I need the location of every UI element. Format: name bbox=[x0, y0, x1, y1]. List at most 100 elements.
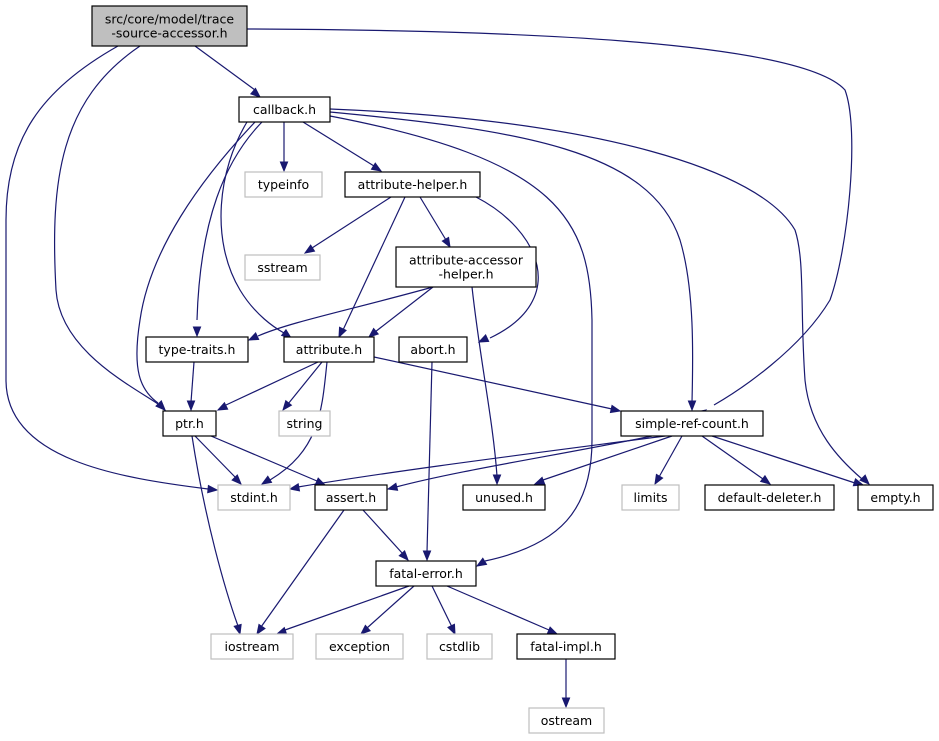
node-box bbox=[528, 707, 605, 734]
node-label: sstream bbox=[257, 260, 307, 275]
edge-arrowhead bbox=[288, 483, 301, 492]
edge-attribute-accessor-helper-to-attribute bbox=[367, 286, 434, 338]
node-label: ostream bbox=[541, 713, 592, 728]
node-attribute-helper[interactable]: attribute-helper.h bbox=[344, 171, 481, 198]
edge-arrowhead bbox=[192, 326, 202, 338]
node-box bbox=[238, 96, 331, 123]
edge-root-to-callback bbox=[194, 45, 262, 98]
edge-arrowhead bbox=[492, 474, 502, 486]
edge-simple-ref-count-to-empty bbox=[711, 435, 865, 487]
node-label: attribute-accessor bbox=[409, 253, 524, 268]
edge-attribute-to-string bbox=[282, 361, 323, 412]
node-unused[interactable]: unused.h bbox=[462, 484, 546, 511]
node-box bbox=[244, 254, 321, 281]
edge-arrowhead bbox=[477, 334, 490, 343]
edge-line bbox=[191, 435, 239, 627]
node-box bbox=[145, 336, 249, 363]
node-label: string bbox=[287, 416, 323, 431]
edge-callback-to-attribute bbox=[220, 121, 293, 339]
node-label: fatal-impl.h bbox=[530, 639, 602, 654]
node-box bbox=[857, 484, 934, 511]
node-root[interactable]: src/core/model/trace-source-accessor.h bbox=[91, 5, 248, 47]
nodes-layer: src/core/model/trace-source-accessor.h ca… bbox=[91, 5, 934, 734]
node-box bbox=[162, 410, 217, 437]
node-label: cstdlib bbox=[439, 639, 480, 654]
node-iostream: iostream bbox=[210, 633, 294, 660]
node-label: simple-ref-count.h bbox=[635, 416, 749, 431]
node-default-deleter[interactable]: default-deleter.h bbox=[704, 484, 835, 511]
edge-attribute-helper-to-abort bbox=[475, 196, 539, 343]
edge-callback-to-attribute-helper bbox=[302, 121, 383, 172]
node-label: attribute-helper.h bbox=[358, 177, 468, 192]
node-box bbox=[704, 484, 835, 511]
edge-simple-ref-count-to-stdint bbox=[288, 435, 666, 492]
edge-line bbox=[374, 286, 434, 333]
node-box bbox=[91, 5, 248, 47]
edge-fatal-error-to-cstdlib bbox=[431, 585, 456, 636]
edge-line bbox=[658, 435, 683, 478]
node-attribute[interactable]: attribute.h bbox=[283, 336, 375, 363]
node-label: limits bbox=[633, 490, 667, 505]
node-callback[interactable]: callback.h bbox=[238, 96, 331, 123]
node-box bbox=[315, 633, 404, 660]
edge-arrowhead bbox=[447, 623, 456, 636]
edge-line bbox=[311, 196, 392, 249]
node-box bbox=[283, 336, 375, 363]
edge-assert-to-iostream bbox=[256, 509, 345, 636]
edge-line bbox=[5, 45, 209, 490]
node-typeinfo: typeinfo bbox=[244, 171, 323, 198]
edge-line bbox=[395, 435, 653, 488]
node-label: empty.h bbox=[870, 490, 920, 505]
node-stdint: stdint.h bbox=[217, 484, 291, 511]
node-label: fatal-error.h bbox=[389, 566, 463, 581]
edge-attribute-helper-to-attribute-accessor-helper bbox=[419, 196, 451, 249]
edge-line bbox=[426, 361, 433, 553]
edge-line bbox=[475, 196, 539, 339]
node-box bbox=[462, 484, 546, 511]
node-empty[interactable]: empty.h bbox=[857, 484, 934, 511]
edge-abort-to-fatal-error bbox=[422, 361, 433, 562]
edge-callback-to-empty bbox=[329, 108, 870, 485]
node-abort[interactable]: abort.h bbox=[398, 336, 468, 363]
edge-callback-to-simple-ref-count bbox=[329, 111, 697, 412]
edge-arrowhead bbox=[398, 550, 409, 561]
node-label: exception bbox=[329, 639, 390, 654]
edge-arrowhead bbox=[859, 474, 870, 485]
edge-fatal-error-to-exception bbox=[359, 585, 415, 635]
node-fatal-impl[interactable]: fatal-impl.h bbox=[516, 633, 616, 660]
edge-line bbox=[136, 121, 256, 404]
edge-arrowhead bbox=[367, 327, 380, 338]
edge-line bbox=[362, 509, 404, 555]
edge-line bbox=[194, 45, 256, 91]
node-box bbox=[217, 484, 291, 511]
node-simple-ref-count[interactable]: simple-ref-count.h bbox=[620, 410, 764, 437]
node-ptr[interactable]: ptr.h bbox=[162, 410, 217, 437]
node-box bbox=[244, 171, 323, 198]
node-attribute-accessor-helper[interactable]: attribute-accessor-helper.h bbox=[395, 246, 537, 288]
node-type-traits[interactable]: type-traits.h bbox=[145, 336, 249, 363]
node-fatal-error[interactable]: fatal-error.h bbox=[375, 560, 477, 587]
edge-line bbox=[210, 435, 318, 482]
edge-line bbox=[194, 435, 237, 479]
edge-line bbox=[366, 585, 415, 629]
edge-arrowhead bbox=[249, 87, 262, 98]
edge-arrowhead bbox=[654, 473, 664, 486]
node-exception: exception bbox=[315, 633, 404, 660]
node-label: assert.h bbox=[326, 490, 376, 505]
edge-line bbox=[225, 361, 319, 406]
node-box bbox=[395, 246, 537, 288]
node-box bbox=[278, 410, 331, 437]
edge-attribute-helper-to-sstream bbox=[303, 196, 392, 254]
node-box bbox=[398, 336, 468, 363]
edge-line bbox=[329, 108, 863, 480]
edge-line bbox=[373, 356, 613, 410]
node-ostream: ostream bbox=[528, 707, 605, 734]
edge-line bbox=[54, 45, 159, 405]
node-box bbox=[620, 410, 764, 437]
edge-arrowhead bbox=[359, 624, 371, 635]
edge-line bbox=[471, 286, 498, 477]
edge-arrowhead bbox=[282, 399, 293, 412]
node-label: ptr.h bbox=[175, 416, 204, 431]
node-assert[interactable]: assert.h bbox=[314, 484, 388, 511]
edge-arrowhead bbox=[759, 474, 772, 485]
